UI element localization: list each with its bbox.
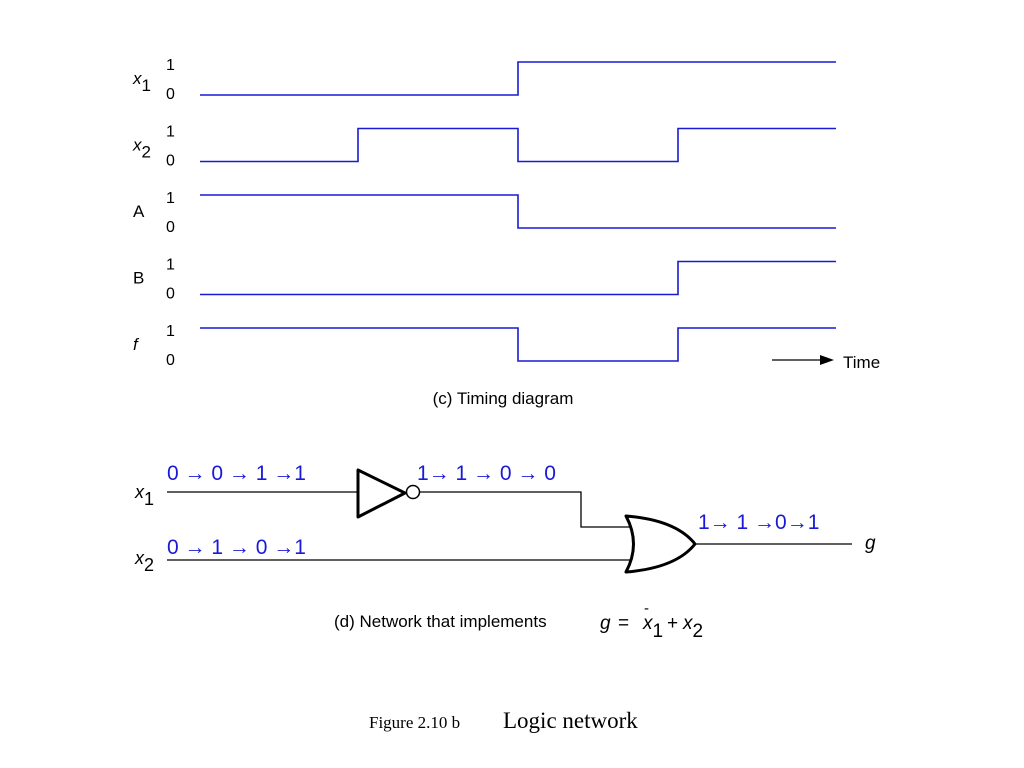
svg-text:+: + (667, 613, 678, 634)
signal-row: x2 1 0 (132, 124, 836, 170)
signal-waveform (200, 127, 836, 163)
signal-name: A (133, 202, 145, 221)
signal-name: B (133, 269, 144, 288)
level-low-label: 0 (166, 153, 175, 170)
level-low-label: 0 (166, 352, 175, 369)
equation-x2: x2 (682, 613, 703, 642)
signal-waveform (200, 327, 836, 362)
level-high-label: 1 (166, 323, 175, 340)
level-low-label: 0 (166, 219, 175, 236)
not-output-sequence: 1→ 1 → 0 → 0 (417, 462, 556, 485)
figure-title: Logic network (503, 708, 638, 733)
signal-waveform (200, 194, 836, 229)
level-high-label: 1 (166, 190, 175, 207)
output-g-label: g (865, 533, 876, 554)
signal-waveform (200, 260, 836, 296)
time-arrow (772, 355, 834, 365)
network-caption: (d) Network that implements (334, 612, 547, 631)
equation-x1: x1 (642, 613, 663, 642)
svg-text:=: = (618, 613, 629, 634)
level-high-label: 1 (166, 257, 175, 274)
time-label: Time (843, 353, 880, 372)
signal-row: A 1 0 (133, 190, 836, 236)
x1-sequence: 0 → 0 → 1 →1 (167, 462, 306, 485)
or-gate (624, 514, 697, 574)
signal-waveform (200, 61, 836, 96)
svg-text:g: g (600, 613, 611, 634)
not-gate (356, 468, 421, 519)
level-low-label: 0 (166, 86, 175, 103)
signal-name: f (133, 335, 140, 354)
g-sequence: 1→ 1 →0→1 (698, 511, 819, 534)
input-x2-label: x2 (134, 548, 154, 575)
logic-network: x1 x2 0 → 0 → 1 →1 0 → 1 → 0 →1 1→ 1 → 0… (134, 462, 876, 642)
figure-number: Figure 2.10 b (369, 713, 460, 732)
svg-text:-: - (644, 600, 649, 617)
signal-row: x1 1 0 (132, 57, 836, 103)
input-x1-label: x1 (134, 482, 154, 509)
signal-row: B 1 0 (133, 257, 836, 303)
signal-row: f 1 0 (133, 323, 836, 369)
level-high-label: 1 (166, 124, 175, 141)
level-low-label: 0 (166, 286, 175, 303)
timing-caption: (c) Timing diagram (433, 389, 574, 408)
signal-name: x2 (132, 136, 151, 162)
equation: g = - x1 + x2 (600, 600, 703, 642)
level-high-label: 1 (166, 57, 175, 74)
not-output-wire (420, 491, 632, 528)
x2-sequence: 0 → 1 → 0 →1 (167, 536, 306, 559)
signal-name: x1 (132, 69, 151, 95)
